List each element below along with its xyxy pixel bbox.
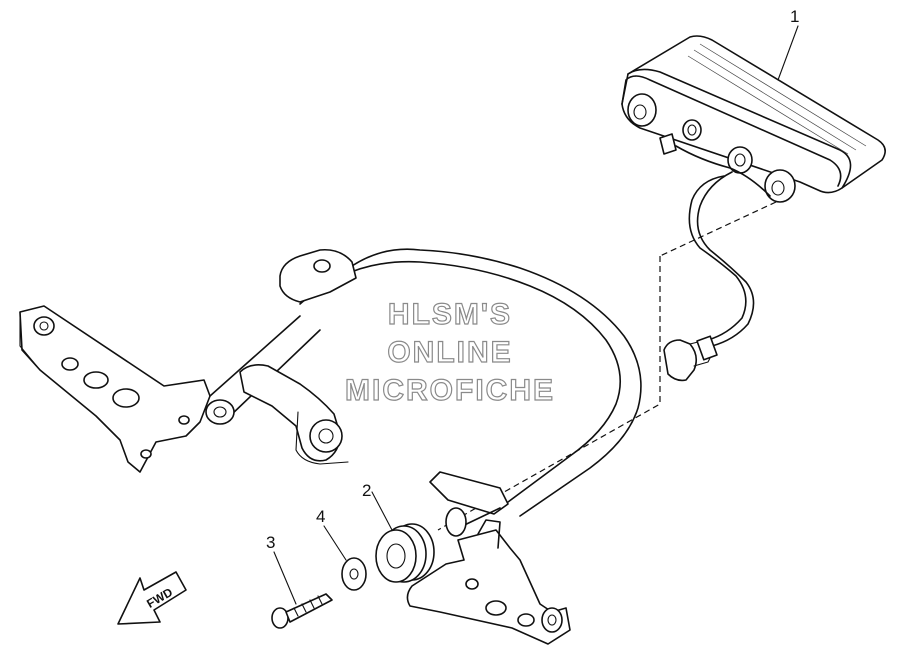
callout-4-number: 4	[316, 507, 325, 526]
callout-1-number: 1	[790, 7, 799, 26]
assembly-leader-line-2	[659, 201, 777, 257]
tail-light-assembly: 1	[621, 7, 886, 382]
screw: 3	[266, 533, 333, 629]
grommet: 2	[362, 481, 435, 583]
watermark-line-1: HLSM'S	[388, 298, 512, 331]
rear-bracket-frame	[19, 248, 642, 645]
callout-2-number: 2	[362, 481, 371, 500]
watermark-line-2: ONLINE	[387, 336, 512, 369]
forward-direction-arrow: FWD	[117, 571, 187, 625]
watermark: HLSM'S ONLINE MICROFICHE	[344, 297, 555, 407]
washer: 4	[316, 507, 367, 591]
callout-3-number: 3	[266, 533, 275, 552]
watermark-line-3: MICROFICHE	[345, 374, 555, 407]
